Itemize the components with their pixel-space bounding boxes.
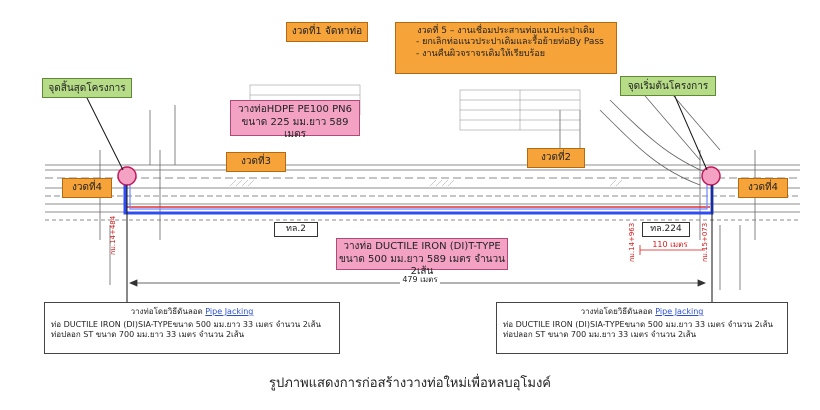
station-label-right: กม.15+073 xyxy=(701,223,709,262)
dimension-110 xyxy=(639,245,705,255)
marker-right-label: ทล.224 xyxy=(650,224,682,234)
phase5-box: งวดที่ 5 – งานเชื่อมประสานท่อแนวประปาเดิ… xyxy=(395,22,617,74)
phase3-box: งวดที่3 xyxy=(226,152,286,172)
road-hatching xyxy=(229,179,623,187)
station-label-mid: กม.14+963 xyxy=(628,223,636,262)
phase3-label: งวดที่3 xyxy=(241,156,271,167)
phase4-right-label: งวดที่4 xyxy=(748,182,778,193)
station-label-left: กม.14+484 xyxy=(109,215,117,255)
hdpe-line1: วางท่อHDPE PE100 PN6 xyxy=(238,104,352,115)
phase2-label: งวดที่2 xyxy=(541,152,571,163)
ductile-iron-box: วางท่อ DUCTILE IRON (DI)T-TYPE ขนาด 500 … xyxy=(336,238,508,277)
ductile-iron-line1: วางท่อ DUCTILE IRON (DI)T-TYPE xyxy=(343,241,501,252)
note-left-title: วางท่อโดยวิธีดันลอด xyxy=(130,307,203,316)
phase4-right-box: งวดที่4 xyxy=(738,178,788,198)
leader-lines xyxy=(85,91,713,302)
phase4-left-box: งวดที่4 xyxy=(62,178,112,198)
ductile-iron-line2: ขนาด 500 มม.ยาว 589 เมตร จำนวน 2เส้น xyxy=(339,253,505,278)
project-start-label: จุดเริ่มต้นโครงการ xyxy=(627,81,709,92)
hdpe-box: วางท่อHDPE PE100 PN6 ขนาด 225 มม.ยาว 589… xyxy=(230,100,360,140)
pipe-jacking-note-left: วางท่อโดยวิธีดันลอด Pipe Jacking ท่อ DUC… xyxy=(44,302,340,354)
note-left-line2: ท่อปลอก ST ขนาด 700 มม.ยาว 33 เมตร จำนวน… xyxy=(51,330,245,339)
marker-right-box: ทล.224 xyxy=(642,222,690,237)
project-end-label: จุดสิ้นสุดโครงการ xyxy=(48,83,126,94)
project-start-point xyxy=(701,166,721,186)
phase2-box: งวดที่2 xyxy=(527,148,585,168)
note-left-method: Pipe Jacking xyxy=(205,307,254,316)
phase5-line2: - งานคืนผิวจราจรเดิมให้เรียบร้อย xyxy=(416,48,546,59)
project-start-box: จุดเริ่มต้นโครงการ xyxy=(620,76,716,96)
project-end-point xyxy=(117,166,137,186)
phase1-box: งวดที่1 จัดหาท่อ xyxy=(286,22,368,42)
marker-left-box: ทล.2 xyxy=(274,222,318,237)
phase1-label: งวดที่1 จัดหาท่อ xyxy=(291,26,363,37)
dimension-479-label: 479 เมตร xyxy=(400,275,440,285)
note-left-line1: ท่อ DUCTILE IRON (DI)SIA-TYPEขนาด 500 มม… xyxy=(51,320,321,329)
figure-caption: รูปภาพแสดงการก่อสร้างวางท่อใหม่เพื่อหลบอ… xyxy=(269,376,551,391)
note-right-method: Pipe Jacking xyxy=(655,307,704,316)
phase5-title: งวดที่ 5 – งานเชื่อมประสานท่อแนวประปาเดิ… xyxy=(417,26,595,36)
note-right-line1: ท่อ DUCTILE IRON (DI)SIA-TYPEขนาด 500 มม… xyxy=(503,320,773,329)
project-end-box: จุดสิ้นสุดโครงการ xyxy=(42,78,132,98)
phase5-line1: - ยกเลิกท่อแนวประปาเดิมและรื้อย้ายท่อBy … xyxy=(416,37,604,48)
note-right-line2: ท่อปลอก ST ขนาด 700 มม.ยาว 33 เมตร จำนวน… xyxy=(503,330,697,339)
phase4-left-label: งวดที่4 xyxy=(72,182,102,193)
pipe-jacking-note-right: วางท่อโดยวิธีดันลอด Pipe Jacking ท่อ DUC… xyxy=(496,302,788,354)
dimension-110-label: 110 เมตร xyxy=(652,240,688,249)
hdpe-line2: ขนาด 225 มม.ยาว 589 เมตร xyxy=(241,116,349,141)
marker-left-label: ทล.2 xyxy=(285,224,307,234)
note-right-title: วางท่อโดยวิธีดันลอด xyxy=(580,307,653,316)
